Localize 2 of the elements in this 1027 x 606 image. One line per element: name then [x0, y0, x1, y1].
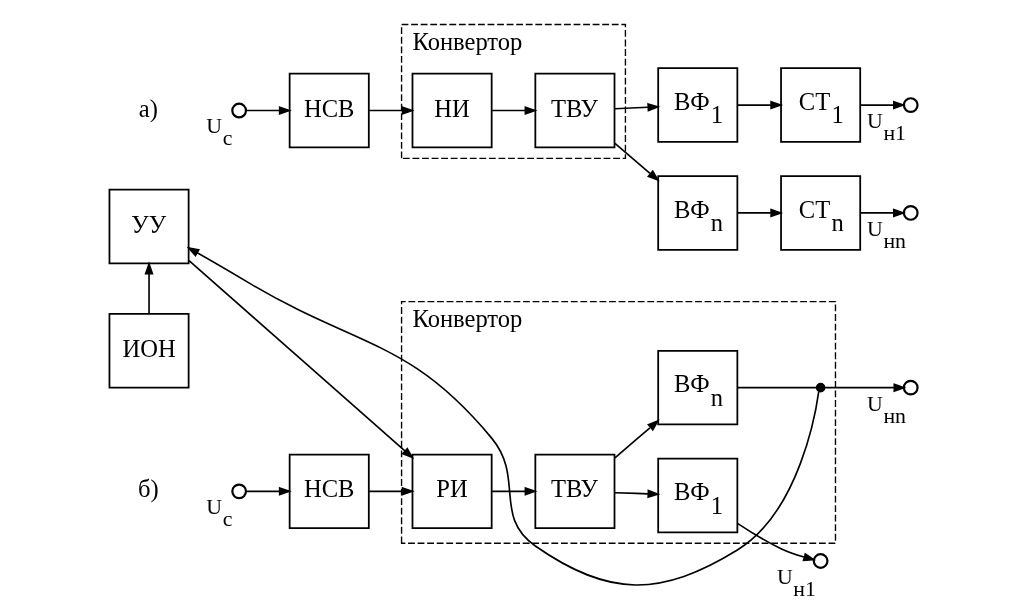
label: а)	[138, 94, 158, 122]
label: б)	[138, 475, 159, 503]
